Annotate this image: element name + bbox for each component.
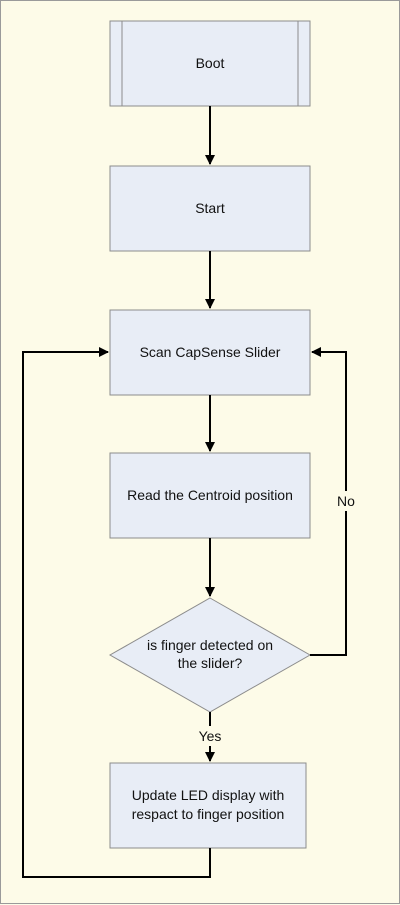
node-boot: Boot xyxy=(109,20,311,107)
node-scan-label: Scan CapSense Slider xyxy=(140,344,281,360)
node-read: Read the Centroid position xyxy=(109,452,311,539)
node-decision: is finger detected on the slider? xyxy=(108,597,312,713)
node-boot-label: Boot xyxy=(196,55,225,71)
node-start: Start xyxy=(109,165,311,252)
node-read-label: Read the Centroid position xyxy=(127,487,293,503)
yes-label-bg xyxy=(194,726,226,746)
node-scan: Scan CapSense Slider xyxy=(109,309,311,396)
node-update: Update LED display with respact to finge… xyxy=(109,762,307,849)
edge-label-no: No xyxy=(337,493,355,509)
node-decision-line2: the slider? xyxy=(178,655,243,671)
node-update-line2: respact to finger position xyxy=(132,806,285,822)
node-decision-line1: is finger detected on xyxy=(147,637,273,653)
edge-label-yes: Yes xyxy=(199,728,222,744)
node-update-line1: Update LED display with xyxy=(132,787,285,803)
node-start-label: Start xyxy=(195,200,225,216)
edge-update-loop xyxy=(22,347,211,878)
no-label-bg xyxy=(334,491,358,511)
